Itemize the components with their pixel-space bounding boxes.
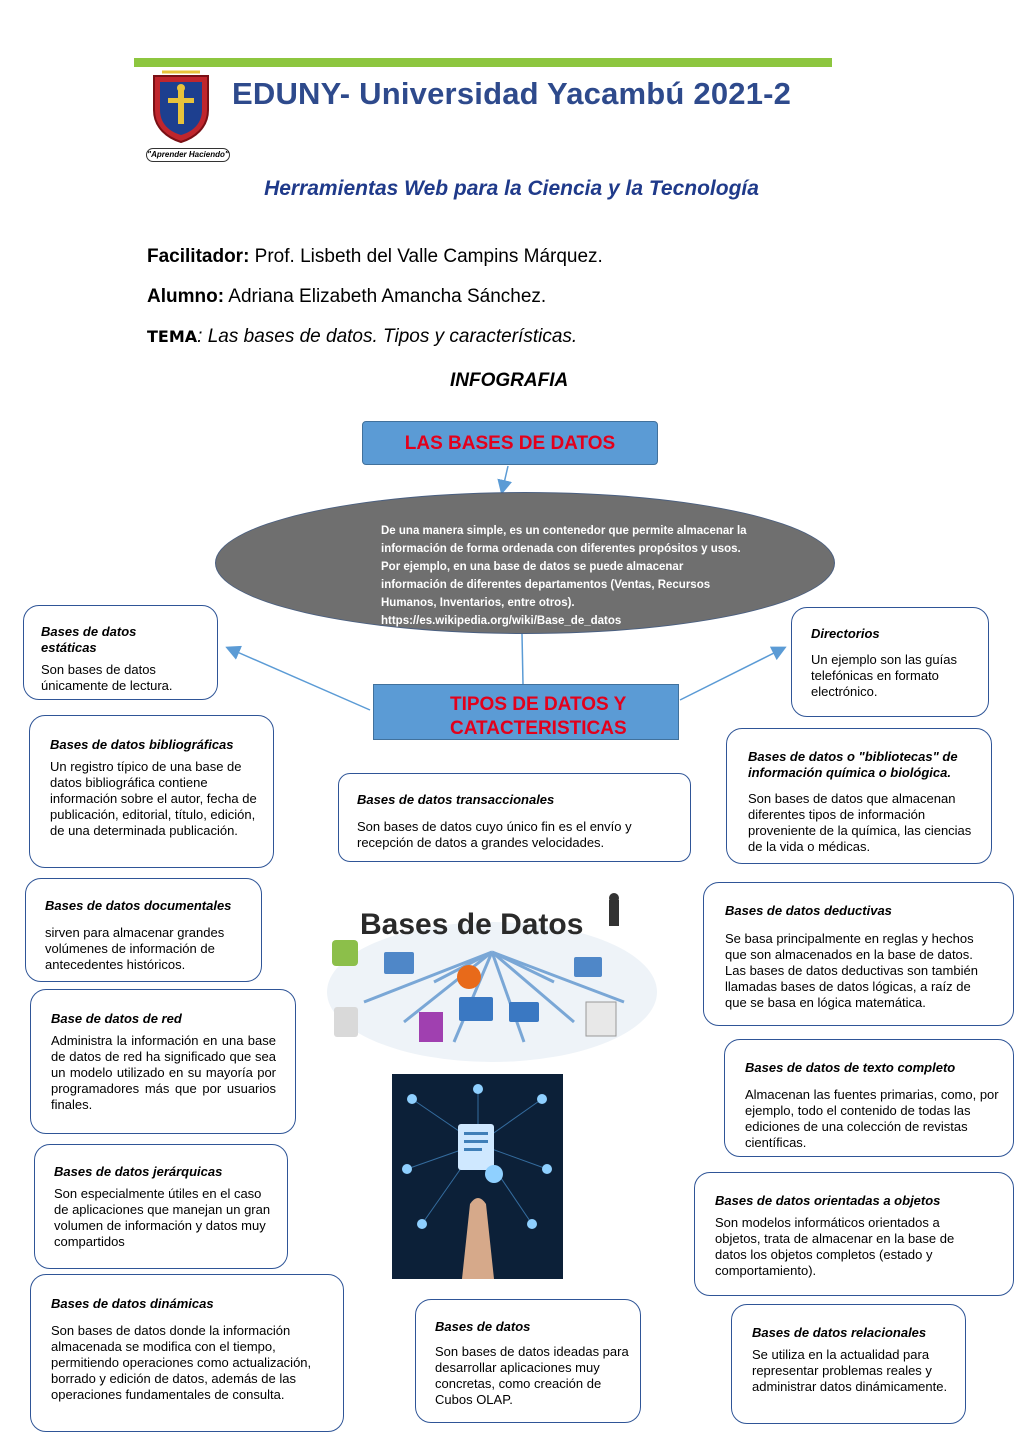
card-desc: Son bases de datos cuyo único fin es el … <box>357 819 632 850</box>
card-title: Bases de datos dinámicas <box>51 1296 214 1311</box>
tema-label: TEMA <box>147 327 198 346</box>
card-title: Bases de datos documentales <box>45 898 232 913</box>
digital-document-illustration <box>392 1074 563 1279</box>
card-desc: Un ejemplo son las guías telefónicas en … <box>811 652 957 699</box>
banner-accent-bar <box>134 58 832 67</box>
card-jerarquicas: Bases de datos jerárquicas Son especialm… <box>34 1144 288 1269</box>
main-title-box: LAS BASES DE DATOS <box>362 421 658 465</box>
infografia-heading: INFOGRAFIA <box>450 370 569 391</box>
header-banner <box>134 67 832 163</box>
definition-ellipse <box>215 492 835 634</box>
illustration-title: Bases de Datos <box>360 908 583 941</box>
facilitador-label: Facilitador: <box>147 246 250 267</box>
university-motto: "Aprender Haciendo" <box>146 148 230 162</box>
facilitador-line: Facilitador: Prof. Lisbeth del Valle Cam… <box>147 246 603 268</box>
card-texto-completo: Bases de datos de texto completo Almacen… <box>724 1039 1014 1157</box>
card-title: Bases de datos transaccionales <box>357 792 555 807</box>
card-dinamicas: Bases de datos dinámicas Son bases de da… <box>30 1274 344 1432</box>
card-desc: Administra la información en una base de… <box>51 1033 276 1112</box>
card-desc: Son bases de datos ideadas para desarrol… <box>435 1344 629 1407</box>
tipos-title: TIPOS DE DATOS Y CATACTERISTICAS <box>450 694 627 739</box>
card-objetos: Bases de datos orientadas a objetos Son … <box>694 1172 1014 1296</box>
definition-text: De una manera simple, es un contenedor q… <box>381 525 747 627</box>
card-desc: Son bases de datos donde la información … <box>51 1323 312 1402</box>
card-relacionales: Bases de datos relacionales Se utiliza e… <box>731 1304 966 1424</box>
university-seal-icon <box>153 70 209 144</box>
card-title: Bases de datos relacionales <box>752 1325 927 1340</box>
card-desc: Son especialmente útiles en el caso de a… <box>54 1186 271 1249</box>
card-title: Base de datos de red <box>51 1011 182 1026</box>
card-desc: Son bases de datos que almacenan diferen… <box>748 791 972 854</box>
course-subtitle: Herramientas Web para la Ciencia y la Te… <box>264 177 759 200</box>
card-title: Bases de datos <box>435 1319 531 1334</box>
alumno-value: Adriana Elizabeth Amancha Sánchez. <box>224 286 547 307</box>
card-estaticas: Bases de datos estáticas Son bases de da… <box>23 605 218 700</box>
card-title: Bases de datos bibliográficas <box>50 737 234 752</box>
card-desc: Un registro típico de una base de datos … <box>50 759 257 838</box>
alumno-line: Alumno: Adriana Elizabeth Amancha Sánche… <box>147 286 546 308</box>
databases-illustration: Bases de Datos <box>324 892 660 1062</box>
card-title: Bases de datos jerárquicas <box>54 1164 223 1179</box>
facilitador-value: Prof. Lisbeth del Valle Campins Márquez. <box>249 246 603 267</box>
card-title: Bases de datos estáticas <box>41 624 137 655</box>
tema-value: : Las bases de datos. Tipos y caracterís… <box>197 326 578 347</box>
card-transaccionales: Bases de datos transaccionales Son bases… <box>338 773 691 862</box>
card-red: Base de datos de red Administra la infor… <box>30 989 296 1134</box>
tipos-title-box: TIPOS DE DATOS Y CATACTERISTICAS <box>373 684 679 740</box>
card-title: Directorios <box>811 626 880 641</box>
card-desc: Son modelos informáticos orientados a ob… <box>715 1215 955 1278</box>
card-deductivas: Bases de datos deductivas Se basa princi… <box>703 882 1014 1026</box>
banner-title: EDUNY- Universidad Yacambú 2021-2 <box>232 76 792 111</box>
card-bibliotecas: Bases de datos o "bibliotecas" de inform… <box>726 728 992 864</box>
card-bibliograficas: Bases de datos bibliográficas Un registr… <box>29 715 274 868</box>
card-desc: sirven para almacenar grandes volúmenes … <box>45 925 225 972</box>
card-desc: Almacenan las fuentes primarias, como, p… <box>745 1087 999 1150</box>
card-desc: Se basa principalmente en reglas y hecho… <box>725 931 978 1010</box>
alumno-label: Alumno: <box>147 286 225 307</box>
card-title: Bases de datos de texto completo <box>745 1060 956 1075</box>
tema-line: TEMA: Las bases de datos. Tipos y caract… <box>147 326 577 348</box>
card-directorios: Directorios Un ejemplo son las guías tel… <box>791 607 989 717</box>
card-title: Bases de datos deductivas <box>725 903 892 918</box>
card-title: Bases de datos orientadas a objetos <box>715 1193 941 1208</box>
card-desc: Se utiliza en la actualidad para represe… <box>752 1347 948 1394</box>
card-title: Bases de datos o "bibliotecas" de inform… <box>748 749 958 780</box>
card-documentales: Bases de datos documentales sirven para … <box>25 878 262 982</box>
card-desc: Son bases de datos únicamente de lectura… <box>41 662 173 693</box>
card-olap: Bases de datos Son bases de datos ideada… <box>415 1299 641 1423</box>
